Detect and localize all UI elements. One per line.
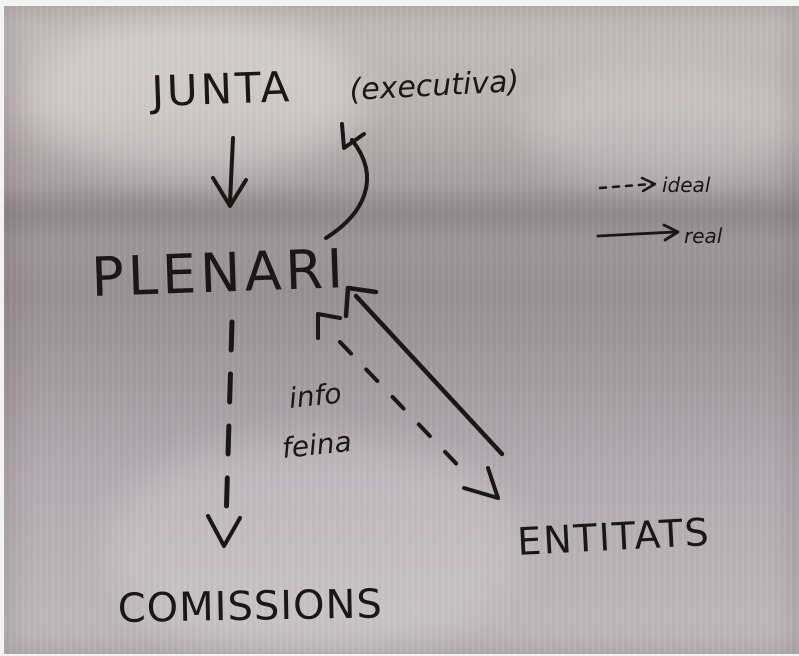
arrowhead-junta-to-plenari [211,176,248,208]
node-comissions: COMISSIONS [117,581,383,632]
arrowhead-plenari-dashed [316,312,342,340]
arrowhead-plenari-to-junta [340,122,366,150]
arrowhead-plenari-to-comissions [206,514,242,548]
arrow-entitats-to-plenari [353,293,505,457]
legend-solid-arrow [596,230,676,238]
node-plenari: PLENARI [90,237,348,309]
arrow-junta-to-plenari [228,136,235,204]
node-junta: JUNTA [148,62,293,116]
arrow-plenari-to-comissions [223,319,235,525]
legend-dashed-arrowhead [640,176,657,193]
arrowhead-entitats-dashed [462,466,500,500]
edge-label-info: info [287,377,343,415]
arrowhead-entitats-to-plenari [343,285,379,319]
legend-ideal-label: ideal [662,173,711,197]
legend-real-label: real [684,224,723,248]
edge-label-feina: feina [280,425,353,465]
legend-dashed-arrow [598,182,654,190]
node-junta-executiva: (executiva) [349,64,520,108]
legend-solid-arrowhead [662,223,680,242]
arrow-plenari-to-junta [324,138,370,240]
arrow-plenari-to-entitats-dashed [338,340,472,480]
node-entitats: ENTITATS [516,510,712,564]
